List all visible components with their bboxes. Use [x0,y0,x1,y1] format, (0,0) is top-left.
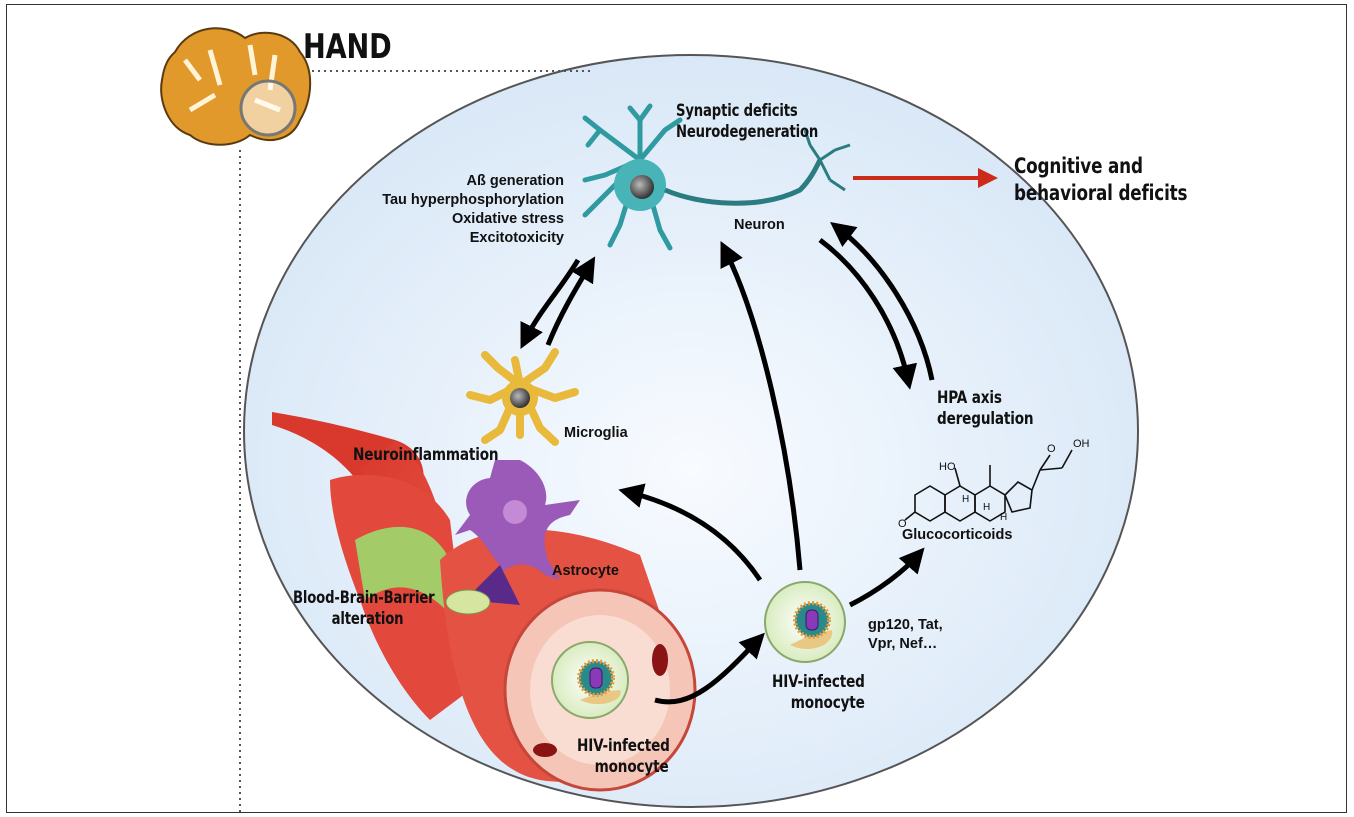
neuron-effects: Synaptic deficits Neurodegeneration [676,100,818,142]
monocyte-tissue-line2: monocyte [770,693,865,714]
outcome-line2: behavioral deficits [1014,180,1187,207]
outcome-line1: Cognitive and [1014,153,1187,180]
mol-h1: H [962,494,969,505]
microglia-label: Microglia [564,424,628,443]
neuron-label: Neuron [734,216,785,235]
effect-neurodegeneration: Neurodegeneration [676,121,818,142]
monocyte-in-tissue [765,582,845,662]
mol-h3: H [1000,512,1007,523]
neuroinflammation-label: Neuroinflammation [353,445,498,466]
viral-proteins-line2: Vpr, Nef… [868,635,943,654]
mol-ho: HO [939,461,956,473]
bbb-label: Blood-Brain-Barrier alteration [293,587,403,629]
bbb-line2: alteration [293,608,403,629]
glucocorticoids-label: Glucocorticoids [902,526,1012,545]
monocyte-vessel-line2: monocyte [577,757,670,778]
monocyte-in-vessel [552,642,628,718]
astrocyte-label: Astrocyte [552,562,619,581]
viral-proteins-label: gp120, Tat, Vpr, Nef… [868,616,943,654]
hand-title: HAND [303,28,392,66]
monocyte-tissue-label: HIV-infected monocyte [770,672,865,714]
mechanism-abeta: Aß generation [370,172,564,191]
mechanism-tau: Tau hyperphosphorylation [370,191,564,210]
mechanism-oxidative: Oxidative stress [370,210,564,229]
hpa-line2: deregulation [937,409,1033,430]
monocyte-tissue-line1: HIV-infected [770,672,865,693]
monocyte-vessel-line1: HIV-infected [577,736,670,757]
outcome-label: Cognitive and behavioral deficits [1014,153,1187,207]
effect-synaptic: Synaptic deficits [676,100,818,121]
mechanism-list: Aß generation Tau hyperphosphorylation O… [370,172,564,248]
hpa-label: HPA axis deregulation [937,388,1033,430]
mechanism-excitotoxicity: Excitotoxicity [370,229,564,248]
brain-icon [161,28,310,145]
mol-h2: H [983,502,990,513]
mol-oh: OH [1073,438,1090,450]
monocyte-vessel-label: HIV-infected monocyte [577,736,670,778]
bbb-line1: Blood-Brain-Barrier [293,587,403,608]
hpa-line1: HPA axis [937,388,1033,409]
viral-proteins-line1: gp120, Tat, [868,616,943,635]
mol-o-ketone: O [1047,443,1056,455]
